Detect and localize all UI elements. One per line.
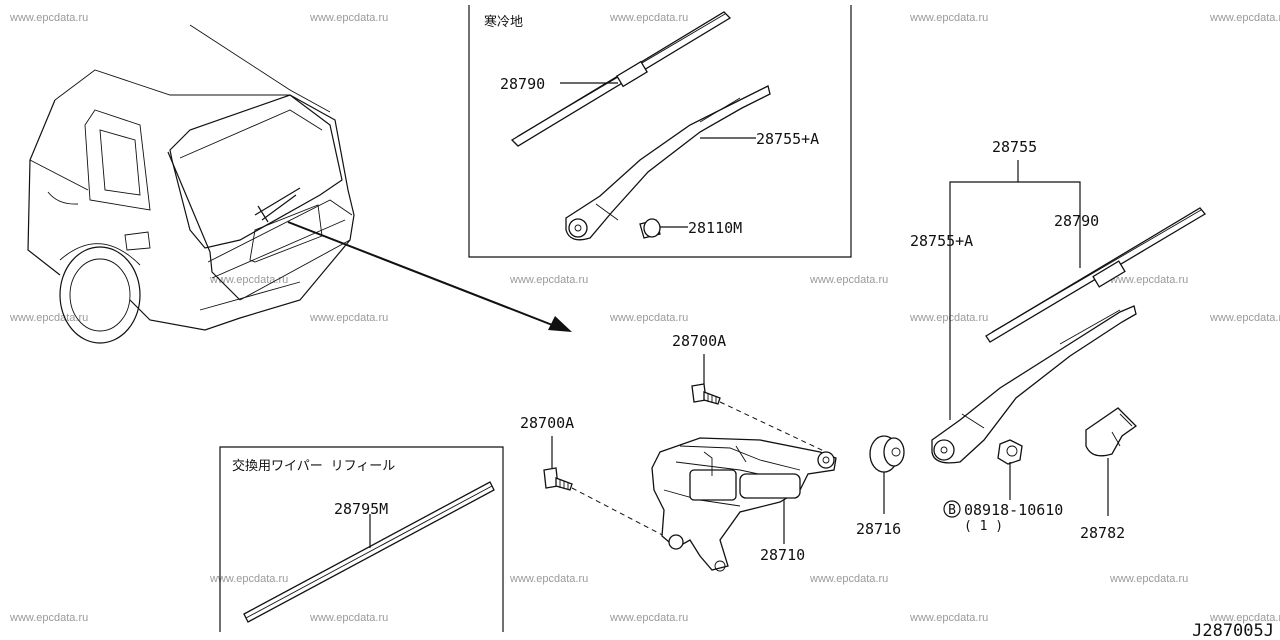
bolt-upper xyxy=(691,383,721,405)
wiper-arm xyxy=(931,305,1137,464)
watermark: www.epcdata.ru xyxy=(809,573,888,585)
part-label-28755a: 28755+A xyxy=(910,232,973,250)
wiper-blade xyxy=(985,207,1206,343)
cold-region-box: 寒冷地 28790 28755+A 28110M xyxy=(468,5,852,258)
watermark: www.epcdata.ru xyxy=(1109,274,1188,286)
pointer-arrow xyxy=(287,221,572,332)
refill-box: 交換用ワイパー リフィール 28795M xyxy=(219,446,504,632)
bolt-left xyxy=(543,467,573,491)
watermark: www.epcdata.ru xyxy=(9,312,88,324)
nut xyxy=(997,439,1023,465)
part-label-28795m: 28795M xyxy=(334,500,388,518)
wiper-assembly-bracket xyxy=(949,160,1081,420)
vehicle-rear-illustration xyxy=(27,24,355,344)
part-label-28700a-upper: 28700A xyxy=(672,332,726,350)
part-label-28790: 28790 xyxy=(1054,212,1099,230)
watermark: www.epcdata.ru xyxy=(609,312,688,324)
watermark: www.epcdata.ru xyxy=(609,12,688,24)
part-label-28790-cold: 28790 xyxy=(500,75,545,93)
watermark: www.epcdata.ru xyxy=(209,274,288,286)
part-label-28716: 28716 xyxy=(856,520,901,538)
part-label-28110m: 28110M xyxy=(688,219,742,237)
wiper-blade-cold xyxy=(510,11,732,147)
cold-region-title: 寒冷地 xyxy=(484,14,523,30)
watermark-layer: www.epcdata.ru www.epcdata.ru www.epcdat… xyxy=(9,12,1280,624)
watermark: www.epcdata.ru xyxy=(309,612,388,624)
part-label-28782: 28782 xyxy=(1080,524,1125,542)
cap-cold xyxy=(639,218,661,239)
watermark: www.epcdata.ru xyxy=(1209,12,1280,24)
part-label-28755a-cold: 28755+A xyxy=(756,130,819,148)
part-label-28755: 28755 xyxy=(992,138,1037,156)
assembly-line xyxy=(571,487,673,541)
wiper-refill xyxy=(243,481,495,623)
refill-title: 交換用ワイパー リフィール xyxy=(232,458,395,474)
assembly-line xyxy=(719,401,827,453)
wiper-motor xyxy=(651,437,837,572)
watermark: www.epcdata.ru xyxy=(9,12,88,24)
part-label-28710: 28710 xyxy=(760,546,805,564)
watermark: www.epcdata.ru xyxy=(809,274,888,286)
watermark: www.epcdata.ru xyxy=(609,612,688,624)
watermark: www.epcdata.ru xyxy=(309,12,388,24)
watermark: www.epcdata.ru xyxy=(1209,312,1280,324)
diagram-code: J287005J xyxy=(1192,621,1274,640)
arm-cover xyxy=(1085,407,1138,457)
watermark: www.epcdata.ru xyxy=(509,274,588,286)
watermark: www.epcdata.ru xyxy=(9,612,88,624)
nut-prefix-symbol: B xyxy=(948,503,956,518)
watermark: www.epcdata.ru xyxy=(909,612,988,624)
watermark: www.epcdata.ru xyxy=(509,573,588,585)
watermark: www.epcdata.ru xyxy=(1209,612,1280,624)
watermark: www.epcdata.ru xyxy=(1109,573,1188,585)
watermark: www.epcdata.ru xyxy=(909,312,988,324)
watermark: www.epcdata.ru xyxy=(909,12,988,24)
watermark: www.epcdata.ru xyxy=(209,573,288,585)
part-label-28700a-left: 28700A xyxy=(520,414,574,432)
grommet xyxy=(869,435,905,473)
bolt-symbol xyxy=(943,500,961,518)
wiper-arm-cold xyxy=(565,85,771,241)
part-quantity: ( 1 ) xyxy=(964,519,1003,534)
part-label-08918-10610: 08918-10610 xyxy=(964,501,1063,519)
watermark: www.epcdata.ru xyxy=(309,312,388,324)
